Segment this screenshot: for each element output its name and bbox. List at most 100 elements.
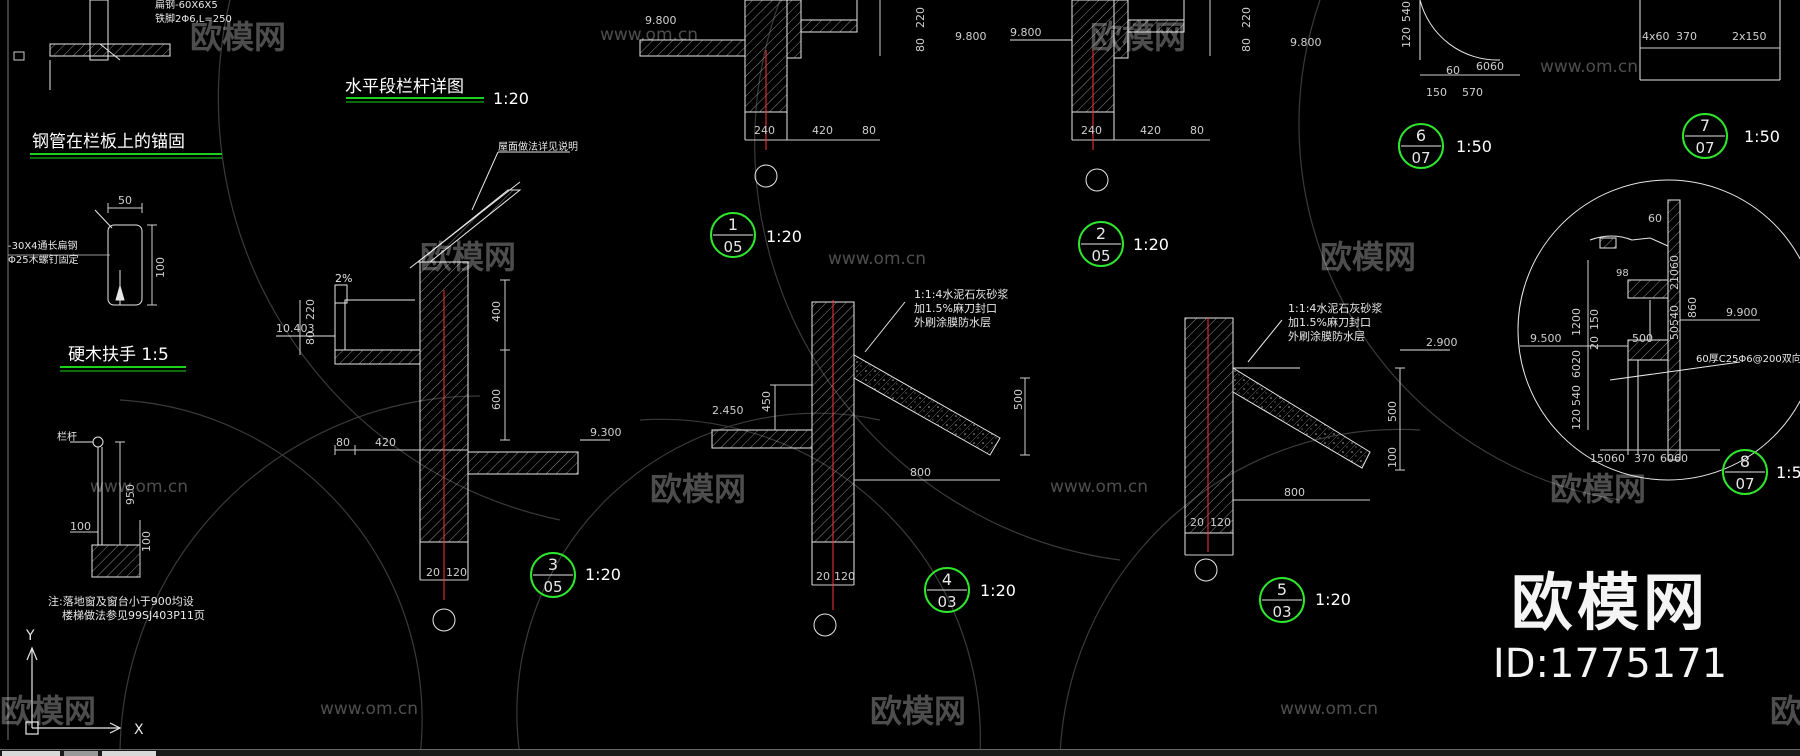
svg-text:2.900: 2.900 <box>1426 336 1458 349</box>
detail-reference-bubbles: 1 05 1:20 2 05 1:20 3 05 1:20 4 03 1:20 <box>530 113 1800 623</box>
watermark-brand: 欧模网 <box>1320 238 1416 276</box>
note-line-2: 楼梯做法参见99SJ403P11页 <box>62 608 205 622</box>
top-note-2: 铁脚2Φ6,L=250 <box>155 12 232 25</box>
watermark-site: www.om.cn <box>828 249 926 269</box>
svg-text:6020: 6020 <box>1570 350 1583 378</box>
svg-text:9.900: 9.900 <box>1726 306 1758 319</box>
detail-ref-4[interactable]: 4 03 1:20 <box>924 567 1016 613</box>
svg-text:05: 05 <box>723 238 742 256</box>
svg-text:20: 20 <box>1190 516 1204 529</box>
detail-ref-2[interactable]: 2 05 1:20 <box>1078 221 1169 267</box>
svg-text:20: 20 <box>816 570 830 583</box>
svg-text:800: 800 <box>910 466 931 479</box>
watermark-brand: 欧模网 <box>190 18 286 56</box>
svg-text:540: 540 <box>1400 1 1413 22</box>
svg-text:500: 500 <box>1012 389 1025 410</box>
svg-text:80: 80 <box>336 436 350 449</box>
detail-8-enlargement <box>1517 179 1800 481</box>
svg-text:50540: 50540 <box>1668 305 1681 340</box>
detail-ref-3[interactable]: 3 05 1:20 <box>530 552 621 598</box>
svg-text:220: 220 <box>1240 7 1253 28</box>
screw-note: Φ25木螺钉固定 <box>8 253 79 266</box>
svg-text:20: 20 <box>426 566 440 579</box>
detail-4-drawing <box>711 301 1030 586</box>
svg-text:2%: 2% <box>335 272 352 285</box>
svg-text:60: 60 <box>1648 212 1662 225</box>
detail-ref-6[interactable]: 6 07 1:50 <box>1398 123 1492 169</box>
svg-text:100: 100 <box>154 257 167 278</box>
svg-text:7: 7 <box>1700 116 1710 135</box>
svg-text:860: 860 <box>1686 297 1699 318</box>
layout-tab-layout2[interactable] <box>102 751 156 756</box>
svg-text:9.300: 9.300 <box>590 426 622 439</box>
watermark-site: www.om.cn <box>1540 57 1638 77</box>
watermark-brand: 欧模网 <box>1550 470 1646 508</box>
svg-text:420: 420 <box>1140 124 1161 137</box>
svg-text:2x150: 2x150 <box>1732 30 1767 43</box>
svg-text:1:1:4水泥石灰砂浆: 1:1:4水泥石灰砂浆 <box>1288 301 1382 315</box>
svg-text:600: 600 <box>490 389 503 410</box>
watermark-site: www.om.cn <box>600 25 698 45</box>
detail-1-drawing <box>639 0 881 141</box>
svg-text:15060: 15060 <box>1590 452 1625 465</box>
watermark-brand: 欧模网 <box>0 692 96 730</box>
watermark-brand: 欧模网 <box>870 692 966 730</box>
watermark-brand: 欧模网 <box>1770 692 1800 730</box>
top-note-1: 扁钢-60X6X5 <box>155 0 218 11</box>
svg-text:6060: 6060 <box>1476 60 1504 73</box>
svg-text:1:20: 1:20 <box>980 581 1016 600</box>
svg-text:950: 950 <box>124 484 137 505</box>
layout-tab-layout1[interactable] <box>64 751 98 756</box>
ucs-axis-icon <box>25 646 122 735</box>
svg-text:20: 20 <box>1588 336 1601 350</box>
ucs-y-label: Y <box>25 628 35 644</box>
watermark-layer: 欧模网 www.om.cn 欧模网 www.om.cn 欧模网 www.om.c… <box>0 18 1800 730</box>
svg-text:120: 120 <box>1210 516 1231 529</box>
svg-text:120: 120 <box>834 570 855 583</box>
svg-text:05: 05 <box>543 578 562 596</box>
top-left-fragment <box>13 0 171 90</box>
layout-tab-model[interactable] <box>2 751 60 756</box>
svg-text:220: 220 <box>304 299 317 320</box>
svg-text:21060: 21060 <box>1668 255 1681 290</box>
handrail-title: 硬木扶手 1:5 <box>68 345 169 365</box>
svg-text:120: 120 <box>1570 409 1583 430</box>
top-right-fragment <box>1419 0 1781 81</box>
svg-text:4x60: 4x60 <box>1642 30 1670 43</box>
detail-ref-8[interactable]: 8 07 1:5 <box>1722 449 1800 495</box>
watermark-site: www.om.cn <box>1050 477 1148 497</box>
svg-text:5: 5 <box>1277 580 1287 599</box>
svg-text:9.800: 9.800 <box>955 30 987 43</box>
svg-text:100: 100 <box>140 531 153 552</box>
svg-text:150: 150 <box>1426 86 1447 99</box>
svg-text:3: 3 <box>548 555 558 574</box>
svg-text:540: 540 <box>1570 385 1583 406</box>
railing-detail <box>70 436 141 578</box>
svg-text:03: 03 <box>937 593 956 611</box>
svg-text:6: 6 <box>1416 126 1426 145</box>
svg-text:240: 240 <box>1081 124 1102 137</box>
detail-5-drawing <box>1184 317 1450 556</box>
svg-text:2.450: 2.450 <box>712 404 744 417</box>
svg-text:220: 220 <box>914 7 927 28</box>
note-line-1: 注:落地窗及窗台小于900均设 <box>48 594 194 608</box>
svg-text:98: 98 <box>1616 268 1629 279</box>
anchor-title: 钢管在栏板上的锚固 <box>32 132 185 152</box>
svg-text:1200: 1200 <box>1570 308 1583 336</box>
svg-text:加1.5%麻刀封口: 加1.5%麻刀封口 <box>1288 315 1371 329</box>
svg-text:9.800: 9.800 <box>1010 26 1042 39</box>
railing-label: 栏杆 <box>57 430 77 443</box>
svg-text:9.800: 9.800 <box>645 14 677 27</box>
detail-ref-5[interactable]: 5 03 1:20 <box>1259 577 1351 623</box>
detail-ref-7[interactable]: 7 07 1:50 <box>1682 113 1780 159</box>
svg-text:500: 500 <box>1632 332 1653 345</box>
svg-text:240: 240 <box>754 124 775 137</box>
svg-text:570: 570 <box>1462 86 1483 99</box>
detail-ref-1[interactable]: 1 05 1:20 <box>710 212 802 258</box>
layout-tab-bar <box>0 749 1800 756</box>
svg-text:8: 8 <box>1740 452 1750 471</box>
svg-text:1:5: 1:5 <box>1776 463 1800 482</box>
svg-text:80: 80 <box>1240 38 1253 52</box>
svg-text:80: 80 <box>862 124 876 137</box>
